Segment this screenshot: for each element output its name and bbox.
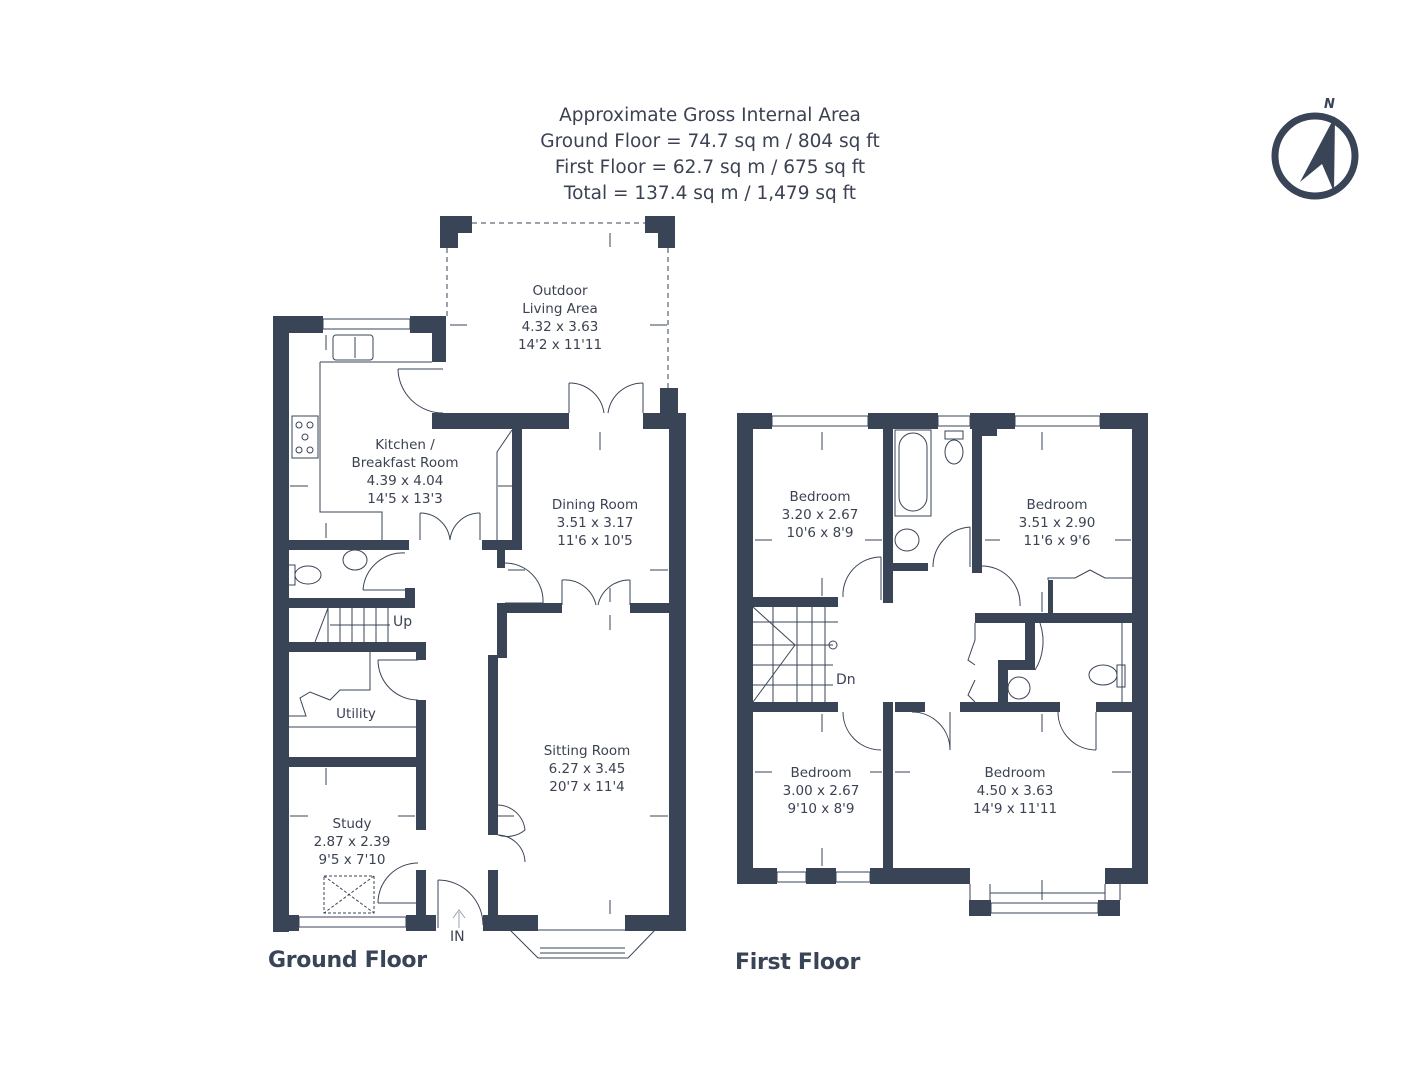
compass-north-label: N <box>1324 97 1335 112</box>
stairs-up-label: Up <box>393 614 413 630</box>
room-label-bedroom-4: Bedroom 4.50 x 3.63 14'9 x 11'11 <box>973 764 1057 818</box>
north-arrow-icon: N <box>1262 92 1372 207</box>
stairs-down-label: Dn <box>836 672 856 688</box>
room-metric: 4.39 x 4.04 <box>366 473 444 489</box>
first-floor-title: First Floor <box>735 950 861 975</box>
room-metric: 4.50 x 3.63 <box>976 783 1054 799</box>
room-label-bedroom-2: Bedroom 3.51 x 2.90 11'6 x 9'6 <box>1019 496 1096 550</box>
entrance-label: IN <box>450 929 465 945</box>
room-label-sitting-room: Sitting Room 6.27 x 3.45 20'7 x 11'4 <box>544 742 631 796</box>
room-metric: 4.32 x 3.63 <box>521 319 599 335</box>
room-label-study: Study 2.87 x 2.39 9'5 x 7'10 <box>314 815 391 869</box>
room-label-outdoor-living-area: Outdoor Living Area 4.32 x 3.63 14'2 x 1… <box>518 282 602 354</box>
room-name: Sitting Room <box>543 743 631 759</box>
room-name: Breakfast Room <box>351 455 459 471</box>
room-name: Bedroom <box>790 765 852 781</box>
room-imperial: 14'9 x 11'11 <box>972 801 1058 817</box>
room-metric: 6.27 x 3.45 <box>548 761 626 777</box>
room-name: Bedroom <box>789 489 851 505</box>
room-name: Utility <box>336 706 376 722</box>
room-imperial: 14'2 x 11'11 <box>517 337 603 353</box>
gross-internal-area-summary: Approximate Gross Internal Area Ground F… <box>480 103 940 207</box>
room-imperial: 20'7 x 11'4 <box>549 779 625 795</box>
room-metric: 3.51 x 3.17 <box>556 515 634 531</box>
room-name: Dining Room <box>551 497 639 513</box>
ground-floor-area: Ground Floor = 74.7 sq m / 804 sq ft <box>540 131 880 152</box>
room-label-utility: Utility <box>336 705 376 723</box>
room-label-bedroom-3: Bedroom 3.00 x 2.67 9'10 x 8'9 <box>783 764 860 818</box>
room-name: Living Area <box>522 301 598 317</box>
first-floor-area: First Floor = 62.7 sq m / 675 sq ft <box>554 157 866 178</box>
room-name: Study <box>332 816 372 832</box>
room-metric: 2.87 x 2.39 <box>313 834 391 850</box>
room-name: Outdoor <box>532 283 588 299</box>
room-imperial: 11'6 x 10'5 <box>557 533 633 549</box>
room-imperial: 9'5 x 7'10 <box>318 852 386 868</box>
total-area: Total = 137.4 sq m / 1,479 sq ft <box>563 183 857 204</box>
room-name: Bedroom <box>984 765 1046 781</box>
room-metric: 3.20 x 2.67 <box>781 507 859 523</box>
room-metric: 3.51 x 2.90 <box>1018 515 1096 531</box>
room-label-dining-room: Dining Room 3.51 x 3.17 11'6 x 10'5 <box>552 496 638 550</box>
room-imperial: 14'5 x 13'3 <box>367 491 443 507</box>
room-metric: 3.00 x 2.67 <box>782 783 860 799</box>
room-name: Bedroom <box>1026 497 1088 513</box>
room-name: Kitchen / <box>375 437 435 453</box>
area-heading: Approximate Gross Internal Area <box>559 105 861 126</box>
room-imperial: 9'10 x 8'9 <box>787 801 855 817</box>
room-label-bedroom-1: Bedroom 3.20 x 2.67 10'6 x 8'9 <box>782 488 859 542</box>
room-imperial: 10'6 x 8'9 <box>786 525 854 541</box>
ground-floor-title: Ground Floor <box>268 948 427 973</box>
room-imperial: 11'6 x 9'6 <box>1023 533 1091 549</box>
room-label-kitchen: Kitchen / Breakfast Room 4.39 x 4.04 14'… <box>352 436 459 508</box>
